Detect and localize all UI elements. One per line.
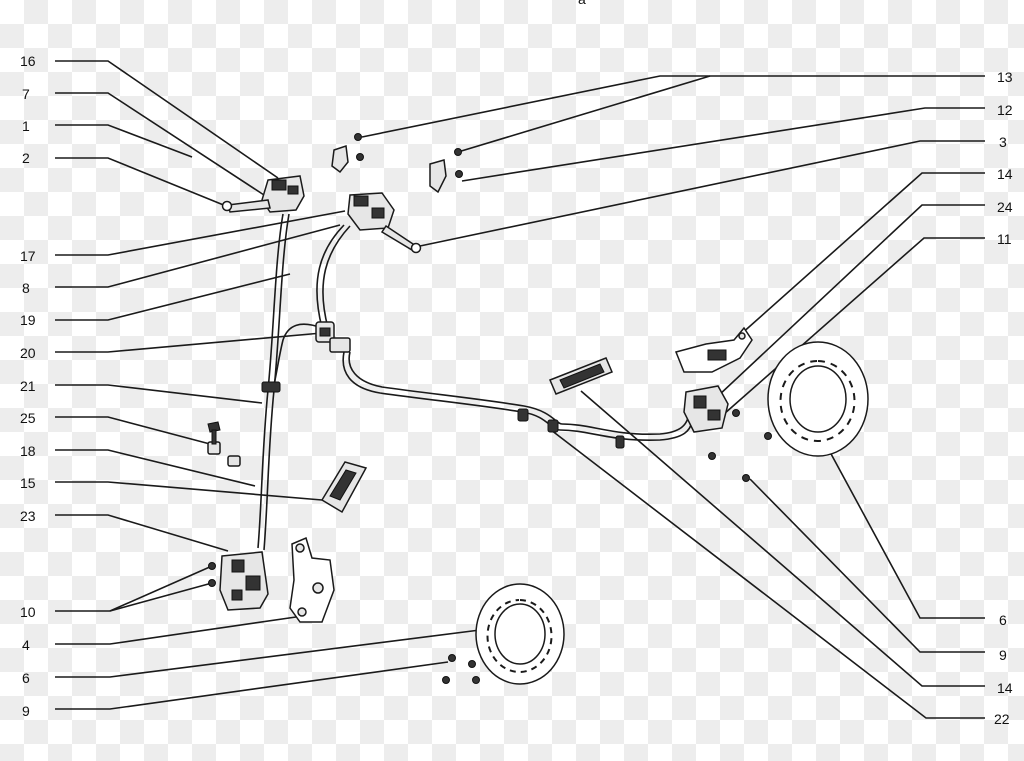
- leader-24: [717, 204, 985, 397]
- leader-10b: [109, 582, 213, 612]
- bolt-icon: [442, 654, 480, 684]
- callout-3: 3: [999, 134, 1007, 150]
- leader-23: [55, 514, 229, 552]
- leader-18: [55, 449, 256, 487]
- callout-18: 18: [20, 443, 36, 459]
- callout-2: 2: [22, 150, 30, 166]
- hose-junction-cross: [271, 323, 323, 393]
- callout-9: 9: [22, 703, 30, 719]
- callout-12: 12: [997, 102, 1013, 118]
- leader-7: [55, 92, 265, 196]
- callout-15: 15: [20, 475, 36, 491]
- callout-16: 16: [20, 53, 36, 69]
- hose-right-lever-a: [316, 224, 345, 329]
- callout-20: 20: [20, 345, 36, 361]
- leader-21: [55, 384, 263, 404]
- rear-disc-icon: [767, 341, 869, 457]
- callout-14: 14: [997, 166, 1013, 182]
- callout-14-right: 14: [997, 680, 1013, 696]
- leader-20: [55, 332, 323, 353]
- stray-mark: a: [578, 0, 586, 7]
- hose-clamp-icon: [261, 381, 625, 449]
- leader-3: [419, 140, 985, 247]
- callout-9-right: 9: [999, 647, 1007, 663]
- leader-4: [55, 616, 297, 645]
- caliper-bracket-icon: [289, 536, 335, 623]
- leader-19: [55, 273, 291, 321]
- right-lever-icon: [347, 192, 422, 254]
- hose-to-rear-a: [342, 351, 693, 442]
- leader-22: [550, 429, 985, 719]
- leader-9-right: [749, 478, 985, 653]
- callout-24: 24: [997, 199, 1013, 215]
- callout-23: 23: [20, 508, 36, 524]
- leader-lines: [55, 60, 985, 719]
- left-lever-icon: [221, 175, 305, 213]
- leader-13b: [457, 75, 711, 153]
- callout-11: 11: [997, 231, 1012, 247]
- leader-6-right: [829, 451, 985, 619]
- leader-15: [55, 481, 323, 501]
- callout-8: 8: [22, 280, 30, 296]
- rear-brake-pad-icon: [549, 357, 613, 395]
- hose-right-lever-b: [322, 225, 351, 329]
- leader-12: [461, 107, 985, 182]
- callout-6: 6: [22, 670, 30, 686]
- callout-4: 4: [22, 637, 30, 653]
- callout-17: 17: [20, 248, 36, 264]
- leader-25: [55, 416, 211, 445]
- callouts-right: 13 12 3 14 24 11 6 9 14 22: [994, 69, 1013, 727]
- rear-bolts-icon: [708, 432, 772, 482]
- callout-19: 19: [20, 312, 36, 328]
- callouts-left: 16 7 1 2 17 8 19 20 21 25 18 15 23 10 4 …: [20, 53, 36, 719]
- top-bolts-icon: [331, 133, 463, 194]
- rear-bracket-icon: [674, 326, 753, 373]
- leader-2: [55, 157, 227, 207]
- leader-16: [55, 60, 279, 179]
- callout-1: 1: [22, 118, 30, 134]
- front-caliper-icon: [208, 551, 269, 611]
- leader-1: [55, 124, 193, 158]
- front-disc-icon: [475, 583, 565, 685]
- leader-14: [739, 172, 985, 336]
- leader-17: [55, 210, 346, 256]
- leader-8: [55, 224, 341, 288]
- callout-7: 7: [22, 86, 30, 102]
- brake-pad-icon: [320, 461, 368, 514]
- leader-9: [55, 661, 449, 710]
- callout-10: 10: [20, 604, 36, 620]
- leader-6: [55, 629, 481, 678]
- callout-13: 13: [997, 69, 1013, 85]
- hose-left-a: [257, 213, 284, 549]
- rear-caliper-icon: [683, 385, 740, 433]
- callout-25: 25: [20, 410, 36, 426]
- callout-22: 22: [994, 711, 1010, 727]
- junction-icon: [315, 321, 351, 353]
- leader-14-right: [580, 390, 985, 687]
- hose-to-rear-b: [348, 351, 689, 436]
- callout-6-right: 6: [999, 612, 1007, 628]
- callout-21: 21: [20, 378, 36, 394]
- leader-13a: [361, 75, 985, 138]
- mount-bracket-icon: [207, 421, 241, 467]
